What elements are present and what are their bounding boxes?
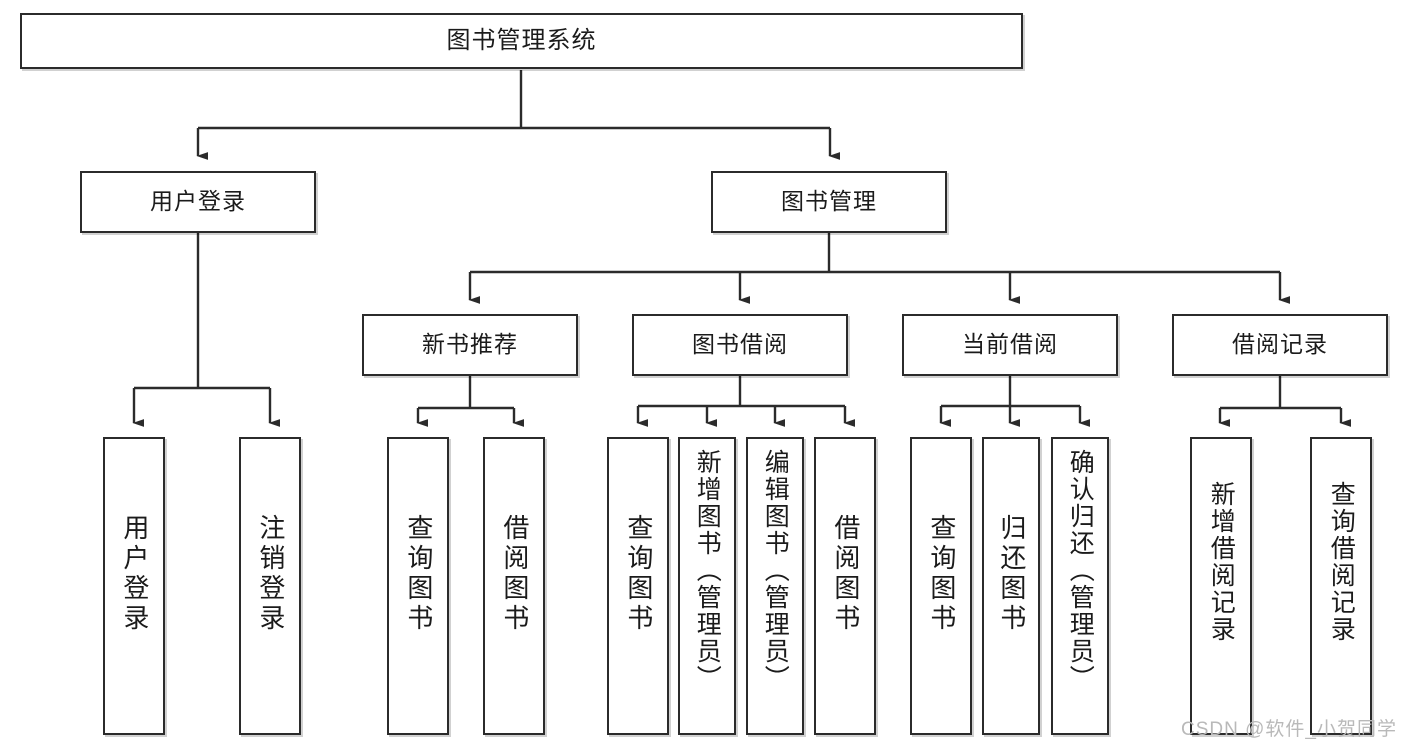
node-leaf-borrow-book-1-label: 借阅图书 (499, 514, 530, 634)
node-leaf-query-book-1-label: 查询图书 (403, 514, 434, 634)
node-leaf-borrow-book-2-label: 借阅图书 (830, 514, 861, 634)
node-leaf-user-login-label: 用户登录 (119, 514, 150, 634)
node-new-book-rec-label: 新书推荐 (422, 331, 518, 358)
node-leaf-return-book-label: 归还图书 (996, 514, 1027, 634)
node-leaf-query-book-2[interactable]: 查询图书 (607, 437, 669, 735)
node-leaf-edit-book[interactable]: 编辑图书（管理员） (746, 437, 804, 735)
node-leaf-add-book-label: 新增图书（管理员） (693, 449, 722, 692)
watermark: CSDN @软件_小贺同学 (1181, 719, 1397, 740)
node-borrow-record[interactable]: 借阅记录 (1172, 314, 1388, 376)
node-current-borrow[interactable]: 当前借阅 (902, 314, 1118, 376)
node-root-label: 图书管理系统 (446, 26, 597, 54)
node-leaf-add-record-label: 新增借阅记录 (1207, 481, 1236, 643)
node-leaf-confirm-return-label: 确认归还（管理员） (1066, 449, 1095, 692)
node-leaf-user-login[interactable]: 用户登录 (103, 437, 165, 735)
node-leaf-borrow-book-1[interactable]: 借阅图书 (483, 437, 545, 735)
node-current-borrow-label: 当前借阅 (962, 331, 1058, 358)
node-leaf-return-book[interactable]: 归还图书 (982, 437, 1040, 735)
node-user-login-label: 用户登录 (150, 188, 246, 215)
node-leaf-add-book[interactable]: 新增图书（管理员） (678, 437, 736, 735)
node-leaf-query-book-1[interactable]: 查询图书 (387, 437, 449, 735)
node-leaf-query-book-2-label: 查询图书 (623, 514, 654, 634)
node-user-login[interactable]: 用户登录 (80, 171, 316, 233)
node-book-borrow-label: 图书借阅 (692, 331, 788, 358)
node-book-manage[interactable]: 图书管理 (711, 171, 947, 233)
node-borrow-record-label: 借阅记录 (1232, 331, 1328, 358)
node-leaf-query-book-3-label: 查询图书 (926, 514, 957, 634)
node-root[interactable]: 图书管理系统 (20, 13, 1023, 69)
node-leaf-query-record[interactable]: 查询借阅记录 (1310, 437, 1372, 735)
node-leaf-borrow-book-2[interactable]: 借阅图书 (814, 437, 876, 735)
node-leaf-confirm-return[interactable]: 确认归还（管理员） (1051, 437, 1109, 735)
node-leaf-user-logout-label: 注销登录 (255, 514, 286, 634)
node-leaf-edit-book-label: 编辑图书（管理员） (761, 449, 790, 692)
node-new-book-rec[interactable]: 新书推荐 (362, 314, 578, 376)
node-book-manage-label: 图书管理 (781, 188, 877, 215)
node-leaf-query-book-3[interactable]: 查询图书 (910, 437, 972, 735)
node-leaf-query-record-label: 查询借阅记录 (1327, 481, 1356, 643)
node-leaf-user-logout[interactable]: 注销登录 (239, 437, 301, 735)
node-leaf-add-record[interactable]: 新增借阅记录 (1190, 437, 1252, 735)
node-book-borrow[interactable]: 图书借阅 (632, 314, 848, 376)
